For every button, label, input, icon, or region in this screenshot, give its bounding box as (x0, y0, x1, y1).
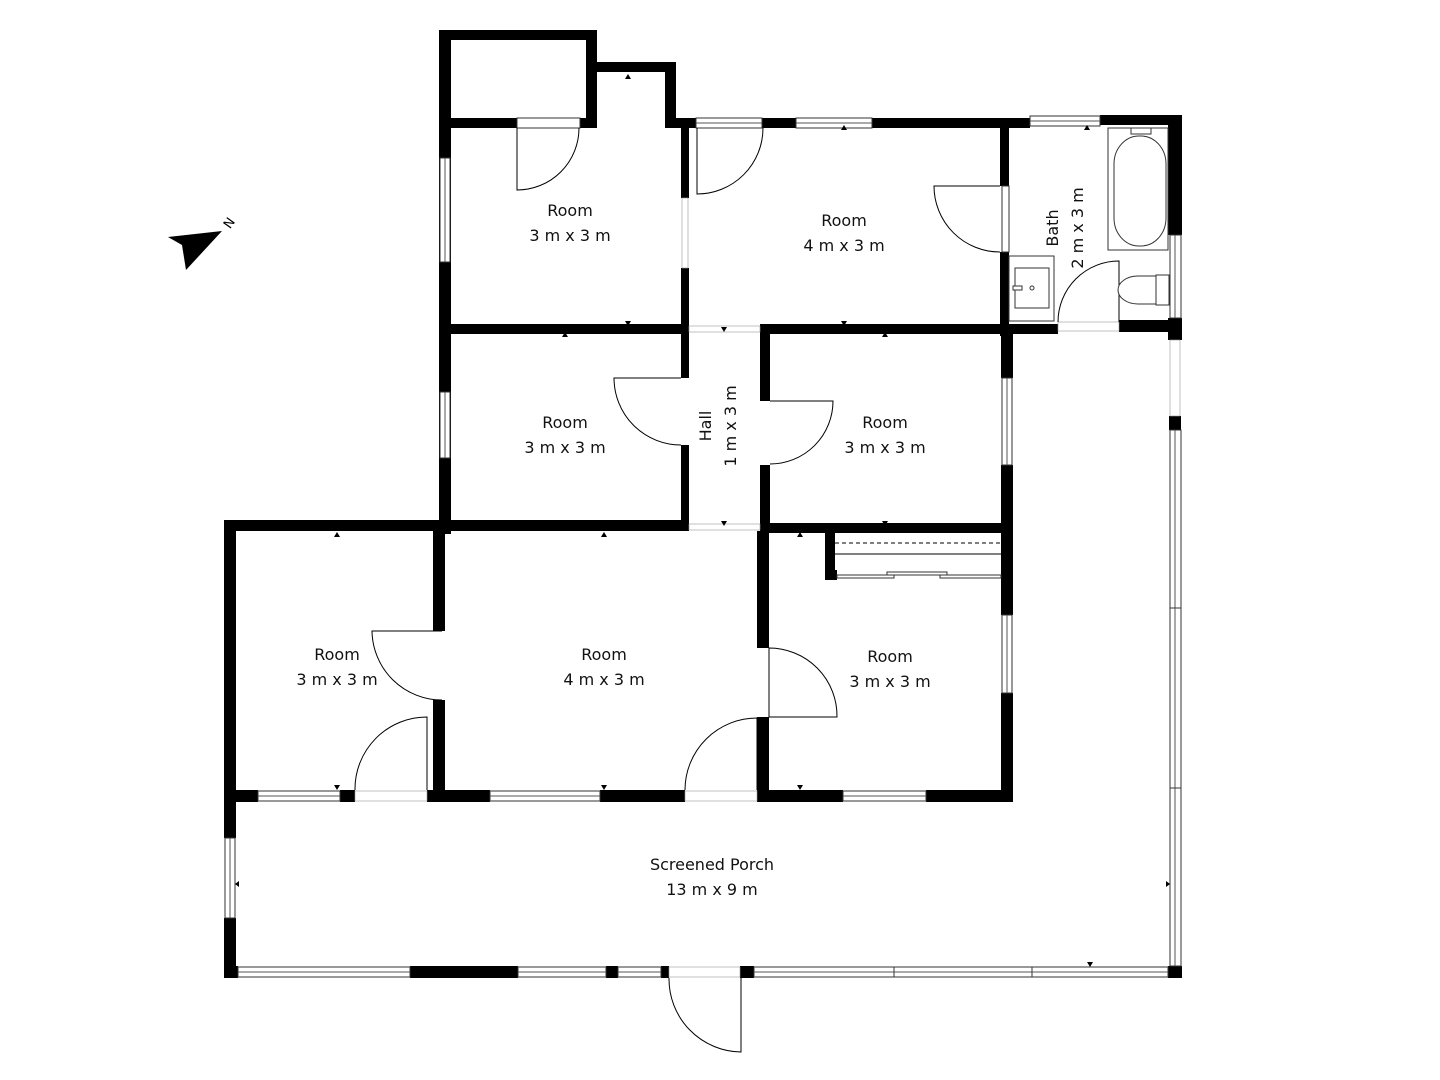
room-label-screened-porch: Screened Porch 13 m x 9 m (650, 852, 774, 902)
room-size: 3 m x 3 m (849, 672, 931, 691)
north-arrow-icon (168, 231, 222, 270)
room-label-mid-left: Room 3 m x 3 m (524, 410, 605, 460)
room-name: Hall (696, 410, 715, 442)
room-size: 3 m x 3 m (844, 438, 926, 457)
room-label-bath: Bath 2 m x 3 m (1040, 187, 1090, 268)
room-size: 3 m x 3 m (524, 438, 606, 457)
windows (224, 115, 1182, 978)
room-label-mid-right: Room 3 m x 3 m (844, 410, 925, 460)
room-size: 2 m x 3 m (1068, 187, 1087, 269)
room-label-bottom-center: Room 4 m x 3 m (563, 642, 644, 692)
room-name: Bath (1043, 209, 1062, 247)
room-name: Room (862, 413, 908, 432)
room-label-hall: Hall 1 m x 3 m (693, 385, 743, 466)
room-name: Room (821, 211, 867, 230)
room-name: Room (867, 647, 913, 666)
room-name: Room (314, 645, 360, 664)
closet (835, 542, 1002, 579)
doors (354, 127, 1120, 1053)
room-label-top-left: Room 3 m x 3 m (529, 198, 610, 248)
room-size: 13 m x 9 m (666, 880, 758, 899)
room-name: Room (542, 413, 588, 432)
bath-fixtures (1008, 127, 1170, 322)
room-name: Room (581, 645, 627, 664)
room-label-bottom-left: Room 3 m x 3 m (296, 642, 377, 692)
room-size: 4 m x 3 m (803, 236, 885, 255)
toilet-tank (1155, 274, 1170, 306)
room-size: 1 m x 3 m (721, 385, 740, 467)
room-name: Room (547, 201, 593, 220)
room-label-bottom-right: Room 3 m x 3 m (849, 644, 930, 694)
wall-markers (235, 74, 1170, 967)
walls (224, 30, 1182, 978)
room-size: 3 m x 3 m (296, 670, 378, 689)
room-size: 3 m x 3 m (529, 226, 611, 245)
room-label-top-center: Room 4 m x 3 m (803, 208, 884, 258)
room-size: 4 m x 3 m (563, 670, 645, 689)
room-name: Screened Porch (649, 855, 775, 874)
